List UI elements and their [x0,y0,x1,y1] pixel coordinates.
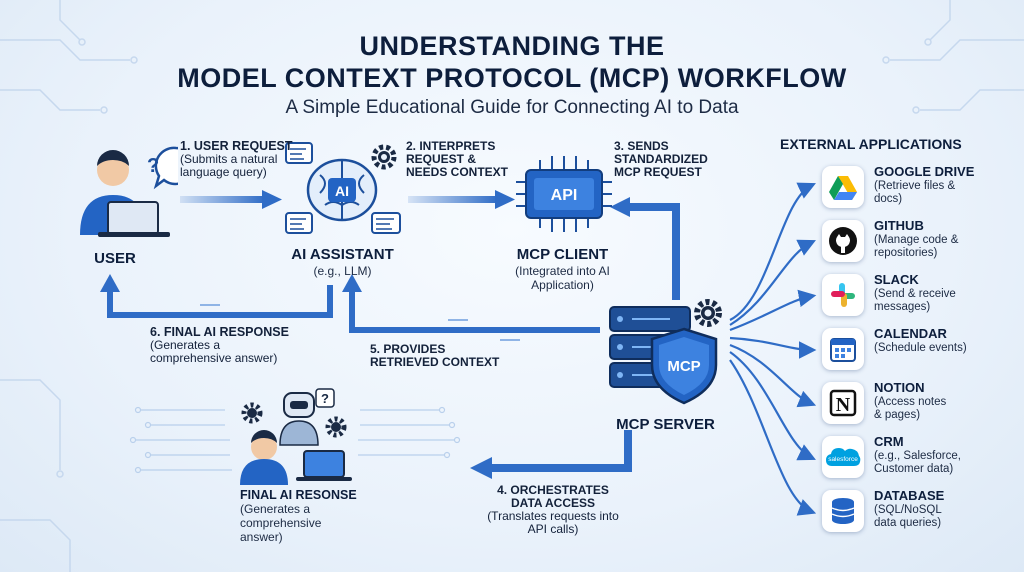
app-google-drive: GOOGLE DRIVE (Retrieve files &docs) [822,164,1022,210]
salesforce-icon: salesforce [822,436,864,478]
step-5-label: 5. PROVIDES RETRIEVED CONTEXT [370,343,520,369]
step-4-line-4: API calls) [527,522,579,536]
app-name: GITHUB [874,218,924,233]
step-4-line-1: 4. ORCHESTRATES [497,483,609,497]
app-desc: (e.g., Salesforce,Customer data) [874,450,961,475]
fanout-arrows [729,182,817,516]
step-3-line-3: MCP REQUEST [614,165,702,179]
app-name: DATABASE [874,488,945,503]
mcp-server-label: MCP SERVER [616,416,715,433]
final-response-sub-3: answer) [240,530,283,544]
step-4-label: 4. ORCHESTRATES DATA ACCESS (Translates … [478,484,628,536]
app-name: CALENDAR [874,326,947,341]
title-line-2: MODEL CONTEXT PROTOCOL (MCP) WORKFLOW [177,63,847,93]
ai-chip-text: AI [335,183,349,199]
calendar-icon [822,328,864,370]
final-response-sub-1: (Generates a [240,502,311,516]
subtitle: A Simple Educational Guide for Connectin… [285,97,739,118]
github-icon [822,220,864,262]
svg-text:?: ? [147,155,159,177]
gear-icon [241,402,263,424]
arrow-server-to-final [470,430,632,479]
mcp-client-sub-2: Application) [531,278,594,292]
final-response-figure: ? [232,385,362,485]
app-crm: salesforce CRM (e.g., Salesforce,Custome… [822,434,1022,480]
mcp-client-label: MCP CLIENT [516,246,609,263]
question-bubble-icon: ? [315,388,335,408]
database-icon [822,490,864,532]
user-figure: ? [68,140,195,240]
step-2-line-3: NEEDS CONTEXT [406,165,509,179]
app-desc: (Schedule events) [874,342,967,354]
step-1-label: 1. USER REQUEST (Submits a natural langu… [180,140,310,179]
step-5-line-1: 5. PROVIDES [370,342,446,356]
app-name: CRM [874,434,904,449]
ai-assistant-sub: (e.g., LLM) [313,264,372,278]
step-3-line-1: 3. SENDS [614,139,669,153]
question-bubble-icon: ? [147,146,195,190]
app-name: NOTION [874,380,925,395]
svg-text:?: ? [321,391,329,406]
app-name: SLACK [874,272,919,287]
arrow-server-to-client [610,197,680,300]
step-4-line-3: (Translates requests into [487,509,619,523]
app-desc: (Retrieve files &docs) [874,180,956,205]
final-response-text: FINAL AI RESONSE (Generates a comprehens… [240,488,380,544]
shield-icon [650,327,718,405]
step-1-line-1: (Submits a natural [180,152,278,166]
mcp-shield-text: MCP [667,358,700,375]
final-response-sub-2: comprehensive [240,516,322,530]
step-6-label: 6. FINAL AI RESPONSE (Generates a compre… [150,326,320,365]
step-3-line-2: STANDARDIZED [614,152,708,166]
step-1-line-2: language query) [180,165,267,179]
app-desc: (Manage code &repositories) [874,234,959,259]
step-2-line-2: REQUEST & [406,152,477,166]
step-5-line-2: RETRIEVED CONTEXT [370,355,500,369]
step-4-line-2: DATA ACCESS [511,496,595,510]
external-apps-heading: EXTERNAL APPLICATIONS [780,136,962,152]
app-desc: (Access notes& pages) [874,396,947,421]
app-calendar: CALENDAR (Schedule events) [822,326,1022,372]
step-6-line-2: comprehensive answer) [150,351,278,365]
slack-icon [822,274,864,316]
arrow-assistant-to-client [408,190,515,209]
app-github: GITHUB (Manage code &repositories) [822,218,1022,264]
api-chip-text: API [551,187,578,204]
app-notion: N NOTION (Access notes& pages) [822,380,1022,426]
final-response-label: FINAL AI RESONSE [240,488,357,502]
arrow-assistant-to-user [100,274,333,318]
gear-icon [325,416,347,438]
arrow-server-to-assistant [342,274,600,341]
mcp-client-chip: API [512,150,612,240]
gear-icon [694,299,722,327]
ai-assistant-figure: AI [280,135,405,245]
notion-icon: N [822,382,864,424]
svg-text:salesforce: salesforce [828,456,858,463]
google-drive-icon [822,166,864,208]
step-3-label: 3. SENDS STANDARDIZED MCP REQUEST [614,140,724,179]
arrow-user-to-assistant [180,190,282,209]
step-1-title: 1. USER REQUEST [180,139,293,153]
title-line-1: UNDERSTANDING THE [359,31,665,61]
step-6-line-1: (Generates a [150,338,221,352]
step-2-label: 2. INTERPRETS REQUEST & NEEDS CONTEXT [406,140,516,179]
user-label: USER [94,250,136,267]
step-6-title: 6. FINAL AI RESPONSE [150,325,289,339]
brain-icon [306,158,378,222]
step-2-line-1: 2. INTERPRETS [406,139,496,153]
mcp-client-sub-1: (Integrated into AI [515,264,610,278]
app-name: GOOGLE DRIVE [874,164,975,179]
robot-icon [279,392,319,446]
mcp-server-figure: MCP [600,295,735,415]
ai-assistant-label: AI ASSISTANT [291,246,394,263]
svg-text:N: N [836,394,851,416]
gear-icon [371,144,397,170]
